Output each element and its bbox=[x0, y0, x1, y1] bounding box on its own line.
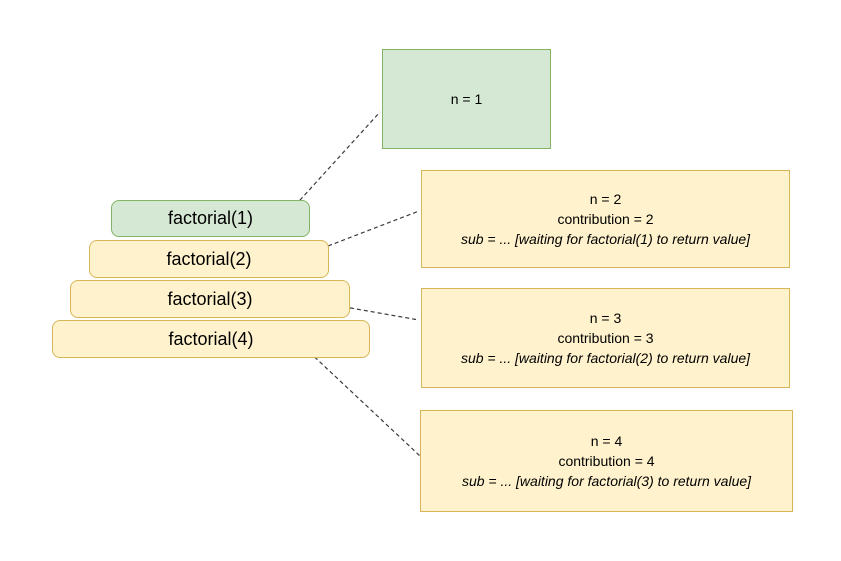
detail-box-n2: n = 2 contribution = 2 sub = ... [waitin… bbox=[421, 170, 790, 268]
stack-frame-label: factorial(2) bbox=[166, 248, 252, 269]
stack-frame-label: factorial(4) bbox=[168, 328, 254, 349]
stack-frame-factorial-2: factorial(2) bbox=[89, 240, 329, 278]
detail-box-n3: n = 3 contribution = 3 sub = ... [waitin… bbox=[421, 288, 790, 388]
detail-n-line: n = 1 bbox=[450, 91, 483, 107]
stack-frame-label: factorial(1) bbox=[167, 208, 254, 228]
detail-sub-line: sub = ... [waiting for factorial(1) to r… bbox=[460, 231, 751, 247]
detail-sub-line: sub = ... [waiting for factorial(2) to r… bbox=[460, 350, 751, 366]
detail-n-line: n = 3 bbox=[589, 310, 622, 326]
detail-contribution-line: contribution = 3 bbox=[557, 330, 654, 346]
stack-frame-factorial-4: factorial(4) bbox=[52, 320, 370, 358]
detail-n-line: n = 2 bbox=[589, 191, 622, 207]
stack-frame-factorial-1: factorial(1) bbox=[111, 200, 310, 237]
detail-sub-line: sub = ... [waiting for factorial(3) to r… bbox=[461, 473, 752, 489]
detail-box-n4: n = 4 contribution = 4 sub = ... [waitin… bbox=[420, 410, 793, 512]
detail-n-line: n = 4 bbox=[590, 433, 623, 449]
detail-contribution-line: contribution = 2 bbox=[557, 211, 654, 227]
detail-contribution-line: contribution = 4 bbox=[558, 453, 655, 469]
detail-box-n1: n = 1 bbox=[382, 49, 551, 149]
stack-frame-label: factorial(3) bbox=[167, 288, 253, 309]
stack-frame-factorial-3: factorial(3) bbox=[70, 280, 350, 318]
